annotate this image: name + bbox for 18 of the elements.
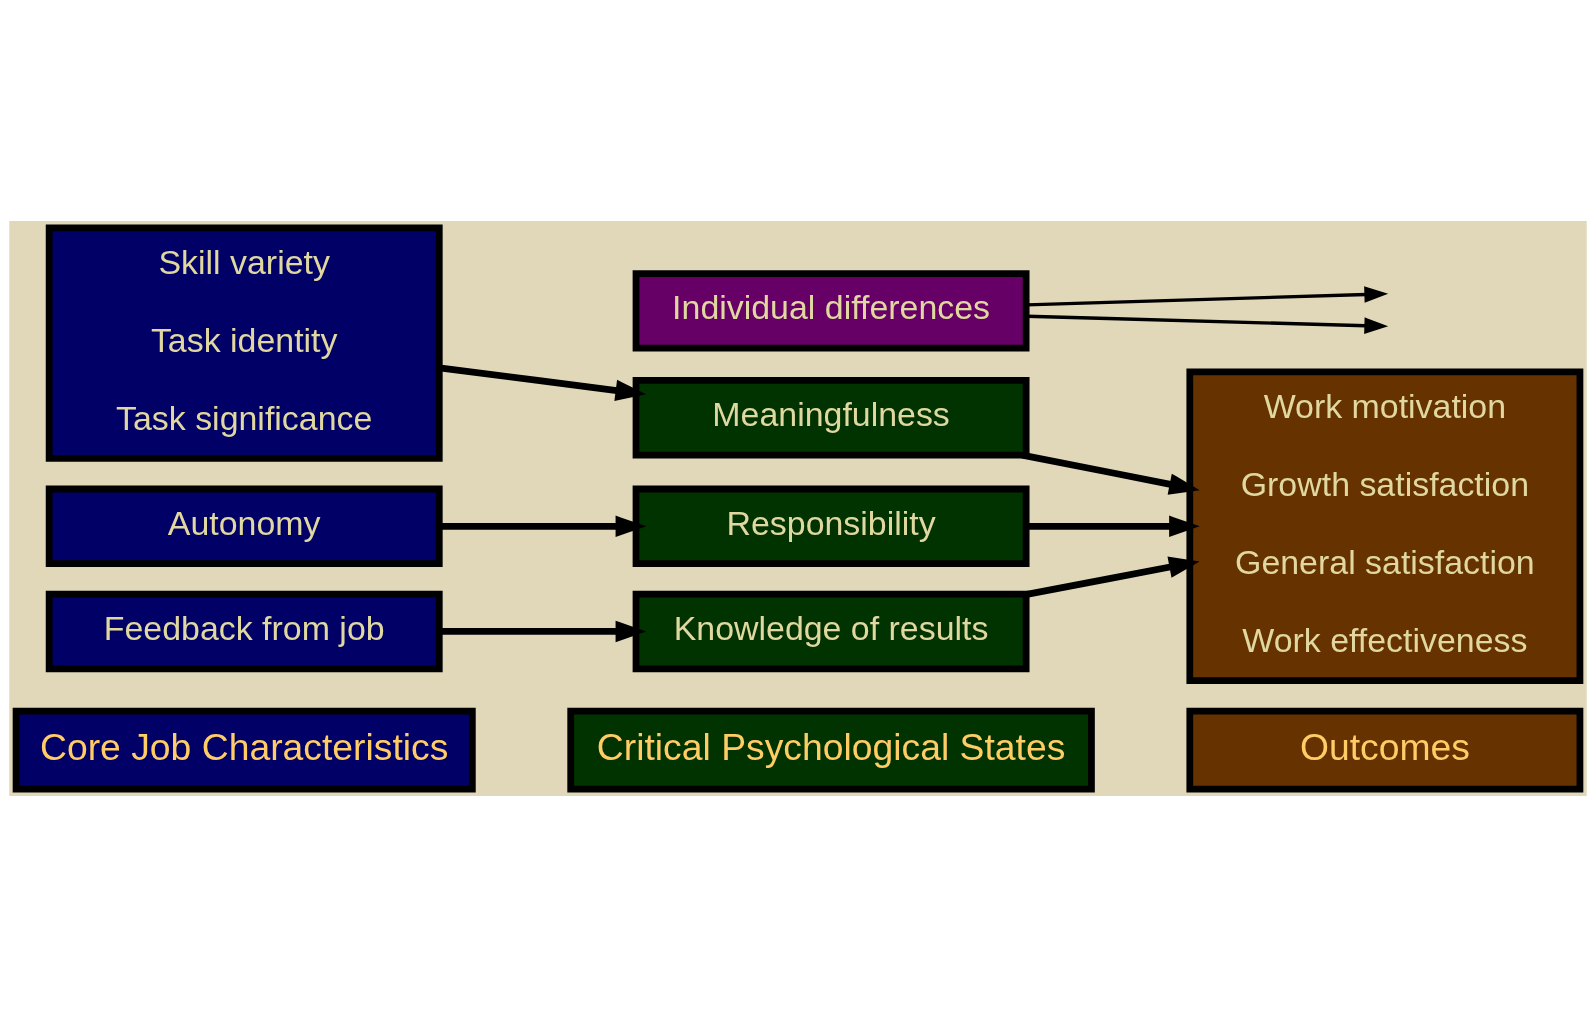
- node-box: Work motivation Growth satisfaction General satisfaction Work effectiveness: [1186, 368, 1584, 684]
- arrow: [439, 515, 647, 537]
- arrow: [439, 620, 647, 642]
- node-box: Knowledge of results: [632, 590, 1030, 672]
- node-box: Responsibility: [632, 485, 1030, 567]
- node-box: Critical Psychological States: [567, 707, 1095, 793]
- arrow: [1026, 314, 1389, 334]
- arrow: [1026, 556, 1200, 598]
- node-box: Core Job Characteristics: [12, 707, 476, 793]
- arrow: [1026, 515, 1200, 537]
- node-box: Outcomes: [1186, 707, 1584, 793]
- arrow: [1021, 451, 1200, 495]
- node-box: Meaningfulness: [632, 376, 1030, 458]
- node-box: Autonomy: [45, 485, 443, 567]
- node-box: Feedback from job: [45, 590, 443, 672]
- arrow: [1026, 285, 1389, 307]
- node-box: Skill variety Task identity Task significance: [45, 223, 443, 462]
- node-box: Individual differences: [632, 269, 1030, 352]
